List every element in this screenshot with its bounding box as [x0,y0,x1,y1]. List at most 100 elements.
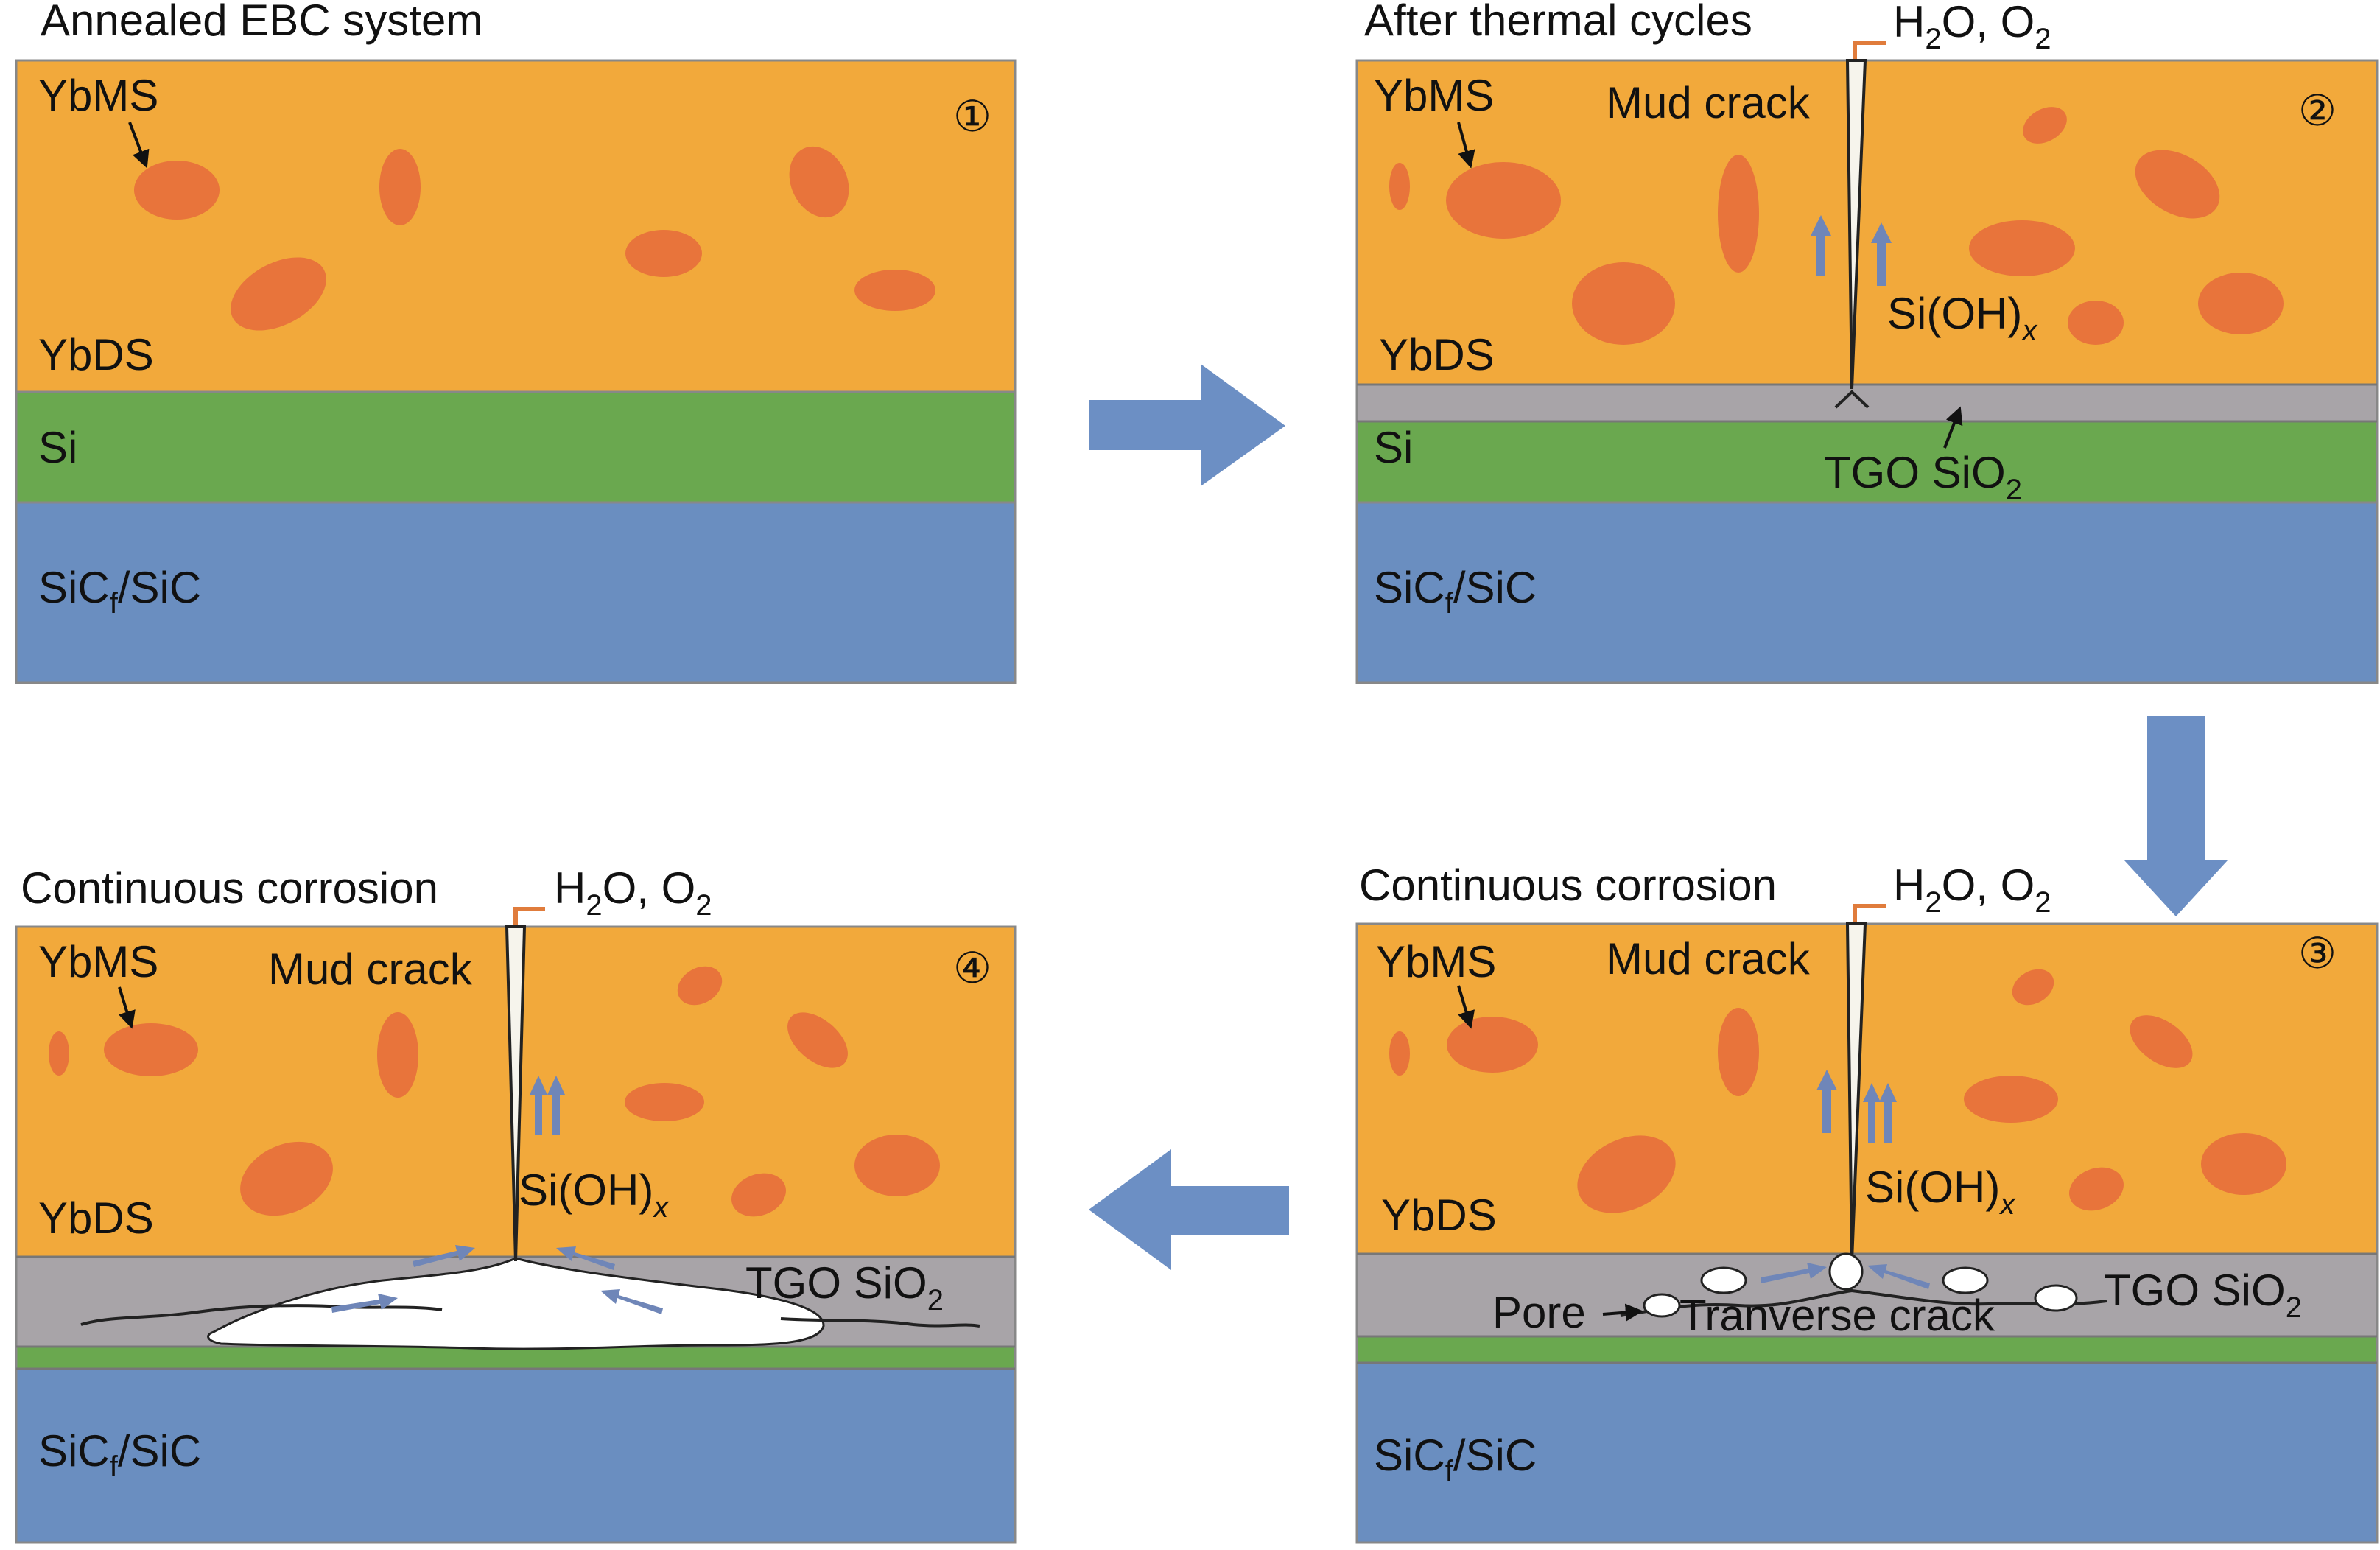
lateral-flow-arrow [600,1289,663,1314]
mud-crack-label: Mud crack [1606,78,1811,127]
ybms-grain [2130,1015,2193,1068]
pore [2034,1284,2078,1312]
pore [1942,1266,1989,1294]
ybms-grain [377,1012,418,1098]
lateral-flow-arrow [1867,1264,1930,1289]
ybms-grain [1447,1017,1538,1073]
ybms-grain [854,1135,940,1196]
ybms-grain [1572,262,1675,345]
panel-1-frame [15,59,1017,684]
spalled-void [207,1257,825,1350]
ybms-grain [1718,155,1759,273]
upward-flow-arrow [547,1076,565,1135]
gas-label: H2O, O2 [554,863,712,922]
panel-number-1: ① [953,91,991,141]
panel-3-title: Continuous corrosion [1359,860,1777,910]
species-label: Si(OH)x [1887,289,2038,347]
si-bond-coat [1357,1336,2377,1363]
transverse-crack [80,1304,980,1328]
ybms-grain [379,149,421,225]
ybms-grain [625,230,702,277]
ybds-label: YbDS [38,330,154,379]
gas-label: H2O, O2 [1893,860,2051,919]
si-label: Si [38,423,77,472]
substrate-label: SiCf/SiC [1374,1431,1537,1487]
ybms-grain [1389,1031,1410,1076]
transverse-crack [1620,1288,2107,1317]
ybds-layer [1357,924,2377,1254]
ybms-grain [787,1012,848,1068]
gas-ingress-hook [1853,904,1886,922]
substrate-label: SiCf/SiC [38,1426,201,1483]
upward-flow-arrow [1811,215,1831,276]
ybms-label: YbMS [1376,937,1496,986]
transverse-crack-label: Tranverse crack [1679,1291,1995,1340]
ybms-pointer-arrow [118,986,136,1029]
ybms-grain [2023,107,2067,144]
mud-crack [1845,922,1867,1262]
ybms-grain [2069,1167,2124,1211]
ybms-label: YbMS [38,937,158,986]
ybms-grain [1964,1076,2058,1123]
sic-substrate [16,1369,1015,1543]
pore [1700,1266,1747,1294]
ybms-pointer-arrow [128,122,150,169]
ybms-grain [2198,273,2284,334]
tgo-label: TGO SiO2 [1824,448,2022,506]
mud-crack-label: Mud crack [1606,934,1811,983]
substrate-label: SiCf/SiC [38,563,201,620]
ybms-grain [2068,301,2124,345]
flow-arrow-left [1089,1149,1289,1270]
tgo-layer [1357,385,2377,421]
species-label: Si(OH)x [519,1165,670,1224]
ybms-grain [854,270,935,311]
panel-4-title: Continuous corrosion [21,863,438,913]
sic-substrate [1357,502,2377,683]
ybms-grain [49,1031,69,1076]
ybms-grain [625,1083,704,1121]
gas-ingress-hook [1853,41,1886,59]
tgo-label: TGO SiO2 [745,1258,944,1316]
lateral-flow-arrow [556,1246,615,1270]
si-oh-flow-arrows [331,1076,663,1314]
panel-2-frame [1355,59,2379,684]
panel-4: Continuous corrosion H2O, O2 Mud crack [15,863,1017,1544]
sic-substrate [1357,1363,2377,1543]
pore-pointer-arrow [1602,1303,1643,1322]
lateral-flow-arrow [413,1245,475,1267]
crack-tip [1834,390,1870,409]
ybms-grain [134,161,220,220]
ybms-grain [1577,1135,1676,1213]
ybms-grain [2201,1133,2286,1195]
mud-crack-label: Mud crack [268,944,473,994]
upward-flow-arrow [1879,1083,1897,1143]
panel-number-4: ④ [953,943,991,993]
ybms-grain [789,146,849,218]
upward-flow-arrow [1816,1070,1837,1133]
ybms-grain [1718,1008,1759,1096]
si-oh-flow-arrows [1811,215,1892,286]
si-label: Si [1374,423,1413,472]
upward-flow-arrow [1863,1083,1881,1143]
ybms-grains [1389,107,2284,345]
gas-label: H2O, O2 [1893,0,2051,55]
si-bond-coat [16,1347,1015,1369]
panel-3-frame [1355,922,2379,1544]
panel-1: Annealed EBC system YbMS YbDS Si SiCf/Si… [15,0,1017,684]
pores [1643,1252,2078,1318]
ybms-grains [49,966,940,1217]
pore-label: Pore [1492,1288,1586,1337]
ybms-grain [240,1141,333,1216]
flow-arrow-down [2124,716,2228,916]
ybms-pointer-arrow [1457,122,1475,169]
gas-ingress-hook [513,907,545,925]
si-bond-coat [1357,421,2377,502]
species-label: Si(OH)x [1865,1162,2016,1221]
lateral-flow-arrow [1761,1263,1827,1283]
ybms-grain [731,1173,786,1217]
upward-flow-arrow [1871,222,1892,286]
ybms-grain [677,966,723,1006]
sic-substrate [16,502,1015,683]
ybds-label: YbDS [1379,330,1495,379]
